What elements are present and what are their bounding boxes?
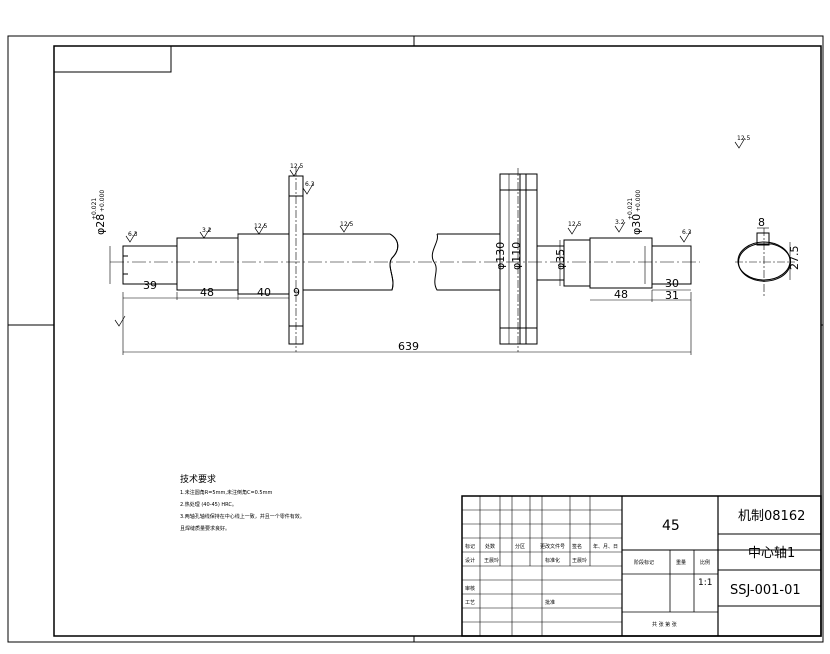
label-approve: 批准 [545,599,555,606]
tol-left-1: +0.021 [91,198,98,220]
tech-line: 1.未注圆角R=5mm,未注倒角C=0.5mm [180,489,272,496]
dim-8: 8 [758,216,765,229]
label-zone: 分区 [515,543,525,550]
tech-line: 且焊缝质量要求良好。 [180,525,230,532]
roughness-label: 3.2 [615,219,625,226]
scale-label: 比例 [700,559,710,566]
tol-left-2: +0.000 [99,190,106,212]
dim-48b: 48 [614,288,628,301]
label-review: 审核 [465,585,475,592]
school-code: 机制08162 [738,509,805,524]
title-block [461,495,822,637]
label-change: 更改文件号 [540,543,565,550]
outer-border [7,35,824,643]
dim-dia-28: φ28 [94,214,107,235]
roughness-label: 6.3 [128,231,138,238]
tol-right-1: +0.021 [627,198,634,220]
roughness-label: 3.2 [202,227,212,234]
shaft-right [431,173,692,345]
roughness-label: 12.5 [737,135,751,142]
roughness-label: 12.5 [568,221,582,228]
roughness-label: 12.5 [340,221,354,228]
tech-title: 技术要求 [180,473,216,485]
tech-line: 2.热处理 (40-45) HRC。 [180,501,237,508]
section-view [735,228,795,296]
dim-9: 9 [293,286,300,299]
sheet: 共 张 第 张 [652,621,677,628]
weight-label: 重量 [676,559,686,566]
designer-name: 王晨玲 [484,557,499,564]
inner-border [53,45,822,637]
label-count: 处数 [485,543,495,550]
dim-dia-130: φ130 [494,242,507,270]
label-mark: 标记 [465,543,475,550]
standard-name: 王晨玲 [572,557,587,564]
code-box [53,45,172,73]
centering-marks [8,36,823,642]
dim-48: 48 [200,286,214,299]
drawing-number: SSJ-001-01 [730,583,801,598]
dim-30: 30 [665,277,679,290]
roughness-label: 6.3 [305,181,315,188]
label-design: 设计 [465,557,475,564]
dim-31: 31 [665,289,679,302]
tech-line: 3.两轴孔轴线保持在中心线上一致，并且一个零件有效。 [180,513,305,520]
label-process: 工艺 [465,600,475,606]
dim-27-5: 27.5 [788,246,801,271]
dim-39: 39 [143,279,157,292]
material: 45 [662,518,680,534]
break-line-left [389,233,399,291]
dim-dia-35: φ35 [554,249,567,270]
part-name: 中心轴1 [748,546,795,561]
dim-40: 40 [257,286,271,299]
label-date: 年、月、日 [593,543,618,550]
scale: 1:1 [698,578,712,588]
dimension-lines [109,174,791,355]
shaft-left [122,175,399,345]
dim-dia-30: φ30 [630,214,643,235]
dim-dia-110: φ110 [510,242,523,270]
tol-right-2: +0.000 [635,190,642,212]
roughness-label: 6.3 [682,229,692,236]
roughness-symbols [114,137,746,327]
label-standard: 标准化 [545,557,560,564]
label-sign: 签名 [572,543,582,550]
dim-639: 639 [398,340,419,353]
stage-label: 阶段标记 [634,559,654,566]
roughness-label: 12.5 [254,223,268,230]
roughness-label: 12.5 [290,163,304,170]
